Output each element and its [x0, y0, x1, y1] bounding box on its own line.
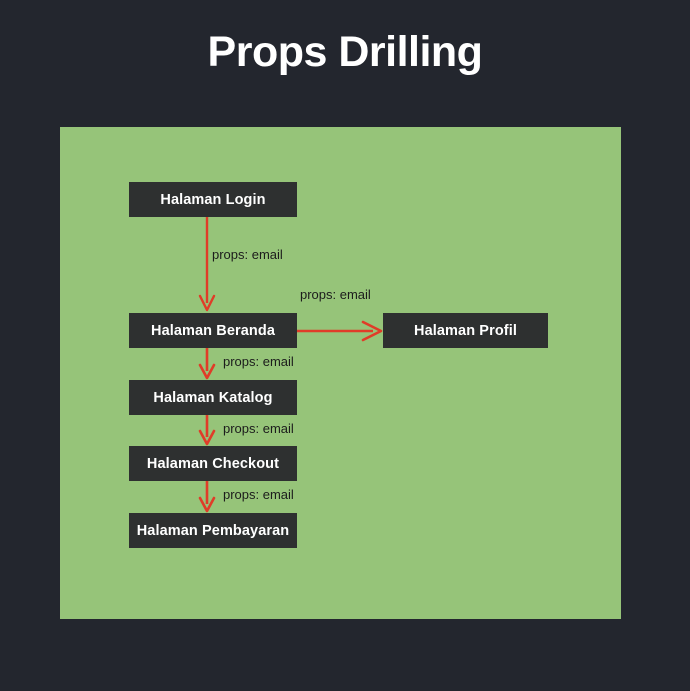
node-halaman-login[interactable]: Halaman Login — [129, 182, 297, 217]
node-halaman-beranda[interactable]: Halaman Beranda — [129, 313, 297, 348]
edge-label-katalog-to-checkout: props: email — [223, 421, 294, 436]
node-halaman-checkout[interactable]: Halaman Checkout — [129, 446, 297, 481]
arrow-down-icon-katalog-to-checkout — [196, 415, 218, 446]
node-label: Halaman Katalog — [153, 389, 273, 406]
node-label: Halaman Profil — [414, 322, 517, 339]
node-halaman-pembayaran[interactable]: Halaman Pembayaran — [129, 513, 297, 548]
arrow-down-icon-login-to-beranda — [196, 217, 218, 313]
diagram-panel: Halaman Login Halaman Beranda Halaman Pr… — [60, 127, 621, 619]
arrow-down-icon-checkout-to-pembayaran — [196, 481, 218, 513]
page-title: Props Drilling — [207, 28, 483, 76]
node-label: Halaman Checkout — [146, 455, 280, 472]
node-label: Halaman Login — [160, 191, 266, 208]
edge-label-beranda-to-katalog: props: email — [223, 354, 294, 369]
arrow-down-icon-beranda-to-katalog — [196, 348, 218, 380]
edge-label-beranda-to-profil: props: email — [300, 287, 371, 302]
node-halaman-katalog[interactable]: Halaman Katalog — [129, 380, 297, 415]
edge-label-checkout-to-pembayaran: props: email — [223, 487, 294, 502]
edge-label-login-to-beranda: props: email — [212, 247, 283, 262]
arrow-right-icon-beranda-to-profil — [297, 320, 383, 342]
node-label: Halaman Beranda — [151, 322, 275, 339]
node-label: Halaman Pembayaran — [136, 522, 290, 539]
node-halaman-profil[interactable]: Halaman Profil — [383, 313, 548, 348]
